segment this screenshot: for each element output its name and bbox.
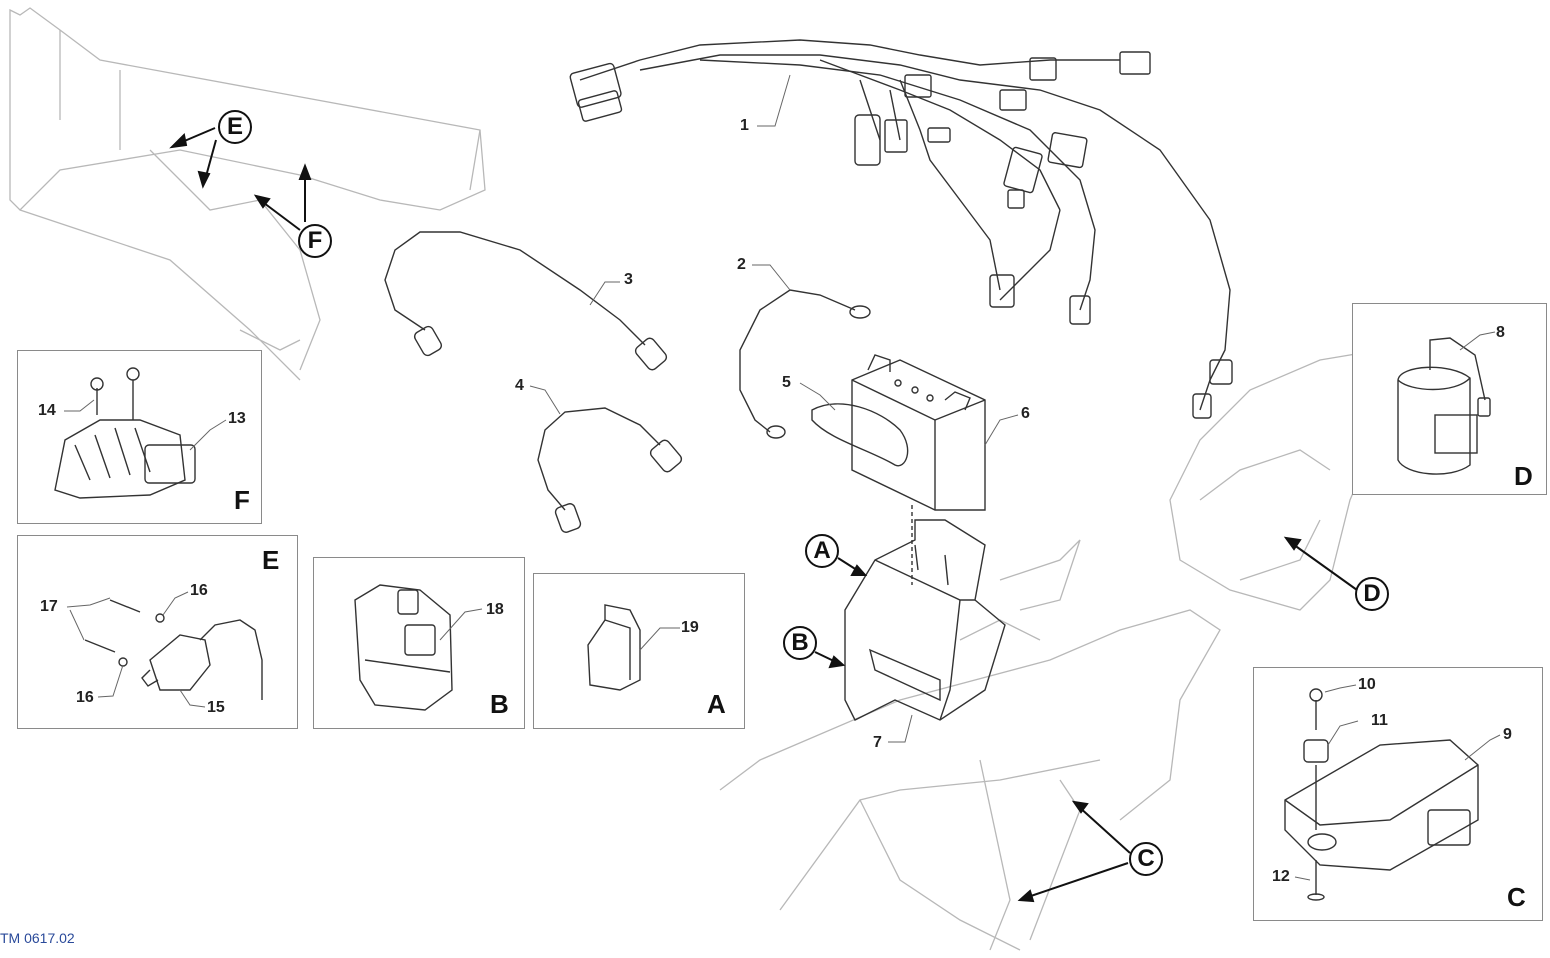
inset-box-d: [1352, 303, 1547, 495]
part-label-4: 4: [515, 377, 524, 394]
inset-letter-c: C: [1507, 882, 1526, 912]
callout-a: A: [805, 534, 839, 568]
inset-letter-e: E: [262, 545, 280, 575]
part-label-1: 1: [740, 117, 749, 134]
part-label-16-bottom: 16: [76, 689, 94, 706]
part-label-10: 10: [1358, 676, 1376, 693]
part-label-15: 15: [207, 699, 225, 716]
callout-d: D: [1355, 577, 1389, 611]
part-label-14: 14: [38, 402, 56, 419]
inset-letter-d: D: [1514, 461, 1533, 491]
callout-c: C: [1129, 842, 1163, 876]
part-label-16-top: 16: [190, 582, 208, 599]
part-label-3: 3: [624, 271, 633, 288]
part-label-9: 9: [1503, 726, 1512, 743]
part-label-6: 6: [1021, 405, 1030, 422]
callout-f: F: [298, 224, 332, 258]
part-label-13: 13: [228, 410, 246, 427]
part-label-7: 7: [873, 734, 882, 751]
inset-letter-a: A: [707, 689, 726, 719]
callout-b: B: [783, 626, 817, 660]
part-label-5: 5: [782, 374, 791, 391]
part-label-8: 8: [1496, 324, 1505, 341]
part-label-19: 19: [681, 619, 699, 636]
part-label-11: 11: [1371, 712, 1388, 729]
inset-letter-b: B: [490, 689, 509, 719]
part-label-12: 12: [1272, 868, 1290, 885]
inset-letter-f: F: [234, 485, 250, 515]
part-label-2: 2: [737, 256, 746, 273]
part-label-18: 18: [486, 601, 504, 618]
part-label-17: 17: [40, 598, 58, 615]
inset-box-e: [17, 535, 298, 729]
inset-box-a: [533, 573, 745, 729]
figure-reference: TM 0617.02: [0, 930, 75, 946]
callout-e: E: [218, 110, 252, 144]
inset-box-b: [313, 557, 525, 729]
